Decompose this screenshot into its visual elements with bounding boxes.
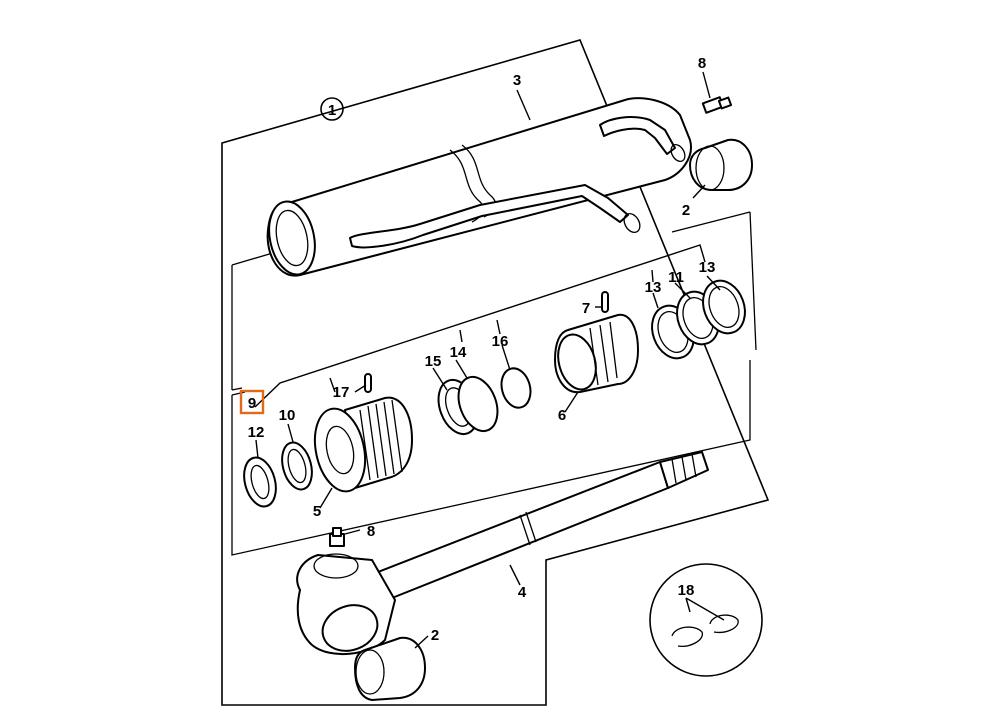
callout-16: 16 xyxy=(492,333,509,350)
grease-nipple-bottom xyxy=(329,527,345,547)
cylinder-barrel xyxy=(266,97,692,277)
bushing-top xyxy=(689,138,753,191)
gland-seals xyxy=(437,375,499,436)
callout-5: 5 xyxy=(313,503,321,520)
pin-7 xyxy=(601,291,609,313)
gland xyxy=(313,396,413,493)
assembly-callout-circle xyxy=(320,97,344,121)
leader-lines xyxy=(254,71,725,649)
callout-3: 3 xyxy=(513,72,521,89)
circlip-detail xyxy=(649,563,763,677)
callout-18: 18 xyxy=(678,582,695,599)
callout-2-top: 2 xyxy=(682,202,690,219)
callout-17: 17 xyxy=(333,384,350,401)
callout-7: 7 xyxy=(582,300,590,317)
highlight-box-9 xyxy=(239,389,265,415)
callout-13-a: 13 xyxy=(645,279,662,296)
bushing-bottom xyxy=(354,636,426,701)
seal-10 xyxy=(281,441,313,491)
callout-2-bottom: 2 xyxy=(431,627,439,644)
callout-8-top: 8 xyxy=(698,55,706,72)
callout-15: 15 xyxy=(425,353,442,370)
callout-12: 12 xyxy=(248,424,265,441)
seal-12 xyxy=(243,456,277,508)
callout-4: 4 xyxy=(518,584,527,601)
callout-9: 9 xyxy=(248,395,256,412)
callout-6: 6 xyxy=(558,407,566,424)
gland-group-frame xyxy=(231,360,751,556)
pin-17 xyxy=(364,373,372,393)
assembly-callout: 1 xyxy=(328,102,336,119)
o-ring-16 xyxy=(500,367,532,409)
grease-nipple-top xyxy=(701,96,733,114)
callout-11: 11 xyxy=(668,269,684,286)
callout-14: 14 xyxy=(450,344,467,361)
callout-8-bottom: 8 xyxy=(367,523,375,540)
piston-seal-rings xyxy=(651,279,746,360)
callouts: 1 3 8 2 13 11 13 7 16 15 14 17 9 10 12 6… xyxy=(239,55,716,644)
rod-seal-group-frame xyxy=(231,211,757,391)
callout-10: 10 xyxy=(279,407,296,424)
assembly-frame xyxy=(221,39,770,706)
callout-13-b: 13 xyxy=(699,259,716,276)
piston xyxy=(554,313,639,394)
